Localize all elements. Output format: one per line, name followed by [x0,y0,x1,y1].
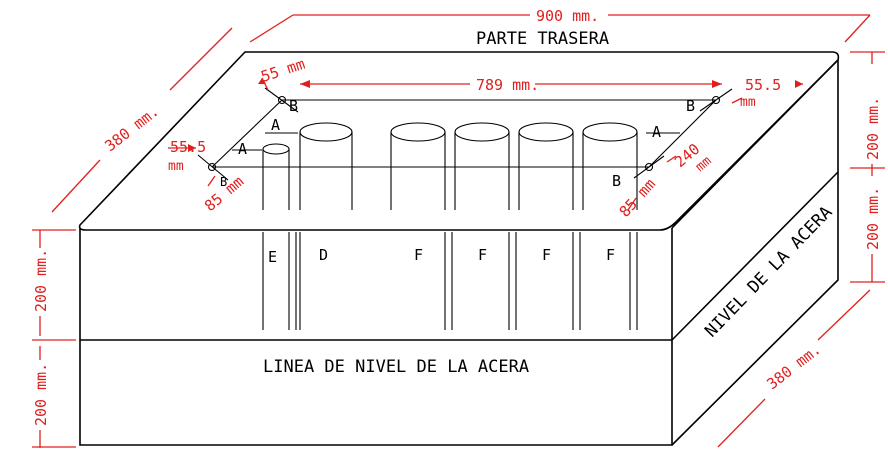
dim-depth-right: 380 mm. [763,340,824,393]
dim-left-lower-height: 200 mm. [32,363,50,426]
tick-front-right [633,155,665,179]
label-linea-nivel: LINEA DE NIVEL DE LA ACERA [263,357,529,377]
marker-f-4: F [606,246,615,264]
dim-offset-55-5-right-unit: mm [740,95,756,110]
marker-a-left-lower: A [238,140,247,158]
point-b-back-right [711,95,721,105]
dim-inner-width: 789 mm. [476,76,539,94]
right-face [671,58,839,446]
cylinder-e [262,143,290,330]
left-side-line [211,99,283,168]
marker-f-3: F [542,246,551,264]
marker-a-left-upper: A [271,116,280,134]
marker-f-2: F [478,246,487,264]
cylinder-d [295,122,353,330]
cylinder-f-3 [518,122,581,330]
marker-f-1: F [414,246,423,264]
marker-b-front-right: B [612,172,621,190]
tick-front-left [197,154,229,181]
right-side-line [648,99,717,168]
label-parte-trasera: PARTE TRASERA [476,29,609,49]
marker-d: D [319,246,328,264]
dim-right-lower-height: 200 mm. [864,187,882,250]
dim-right-upper-height: 200 mm. [864,97,882,160]
dim-offset-55-5-left-num: 55.5 [170,138,206,156]
marker-b-front-left: B [220,175,227,189]
cylinders [262,122,638,330]
dim-left-upper-height: 200 mm. [32,249,50,312]
tick-back-right [699,88,733,112]
front-face [79,228,673,446]
point-b-back-left [277,95,287,105]
point-b-front-right [644,162,654,172]
point-b-front-left [207,162,217,172]
cylinder-f-4 [582,122,638,330]
dimension-lines [32,14,885,448]
top-face [78,51,840,231]
box-outline [78,51,840,446]
marker-e: E [268,248,277,266]
marker-b-back-left: B [289,97,298,115]
dim-offset-55-5-left-unit: mm [168,159,184,174]
dim-offset-55-5-right-num: 55.5 [745,76,781,94]
dim-width-top: 900 mm. [536,7,599,25]
dim-offset-55: 55 mm [259,55,308,86]
tick-back-left [264,87,299,113]
cylinder-f-2 [454,122,517,330]
right-middle-line [671,171,839,341]
marker-b-back-right: B [686,97,695,115]
cylinder-f-1 [390,122,453,330]
label-nivel-acera: NIVEL DE LA ACERA [701,202,836,341]
top-details [197,87,733,181]
marker-a-right: A [652,123,661,141]
